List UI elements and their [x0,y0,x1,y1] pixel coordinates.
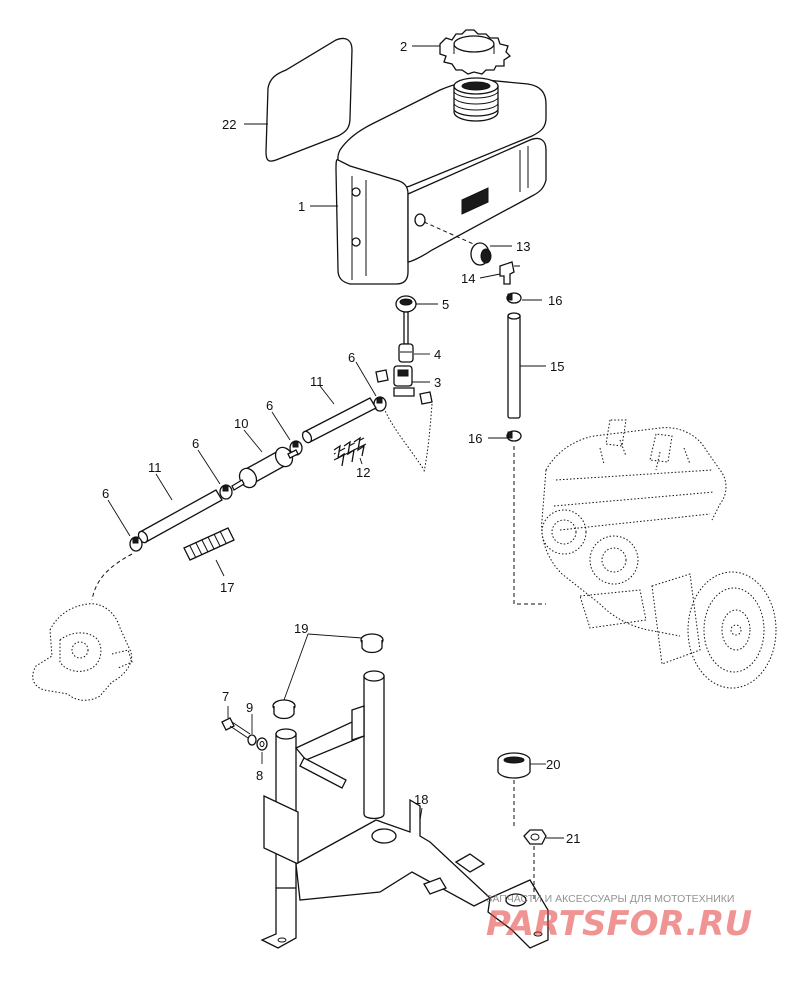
callout-7: 7 [222,689,229,704]
spring-12 [333,436,367,467]
callout-3: 3 [434,375,441,390]
callout-4: 4 [434,347,441,362]
hose-clamp-16-lower [506,430,522,442]
oil-hose-11-upper [301,397,377,444]
grommet-19-lower [272,699,296,720]
engine-outline [541,419,777,689]
callout-6-a: 6 [348,350,355,365]
callout-22: 22 [222,117,236,132]
hose-clamp-6-c [219,484,233,500]
oil-pump-outline [32,603,133,701]
decal-label [265,37,353,162]
callout-1: 1 [298,199,305,214]
hose-clamp-6-a [373,396,387,412]
callout-5: 5 [442,297,449,312]
leader-lines [107,45,564,839]
callout-19: 19 [294,621,308,636]
callout-17: 17 [220,580,234,595]
callout-6-c: 6 [192,436,199,451]
callout-11-upper: 11 [310,374,324,389]
watermark-tagline: ЗАПЧАСТИ И АКСЕССУАРЫ ДЛЯ МОТОТЕХНИКИ [486,893,734,905]
callout-14: 14 [461,271,475,286]
callout-20: 20 [546,757,560,772]
callout-9: 9 [246,700,253,715]
grommet-13 [470,242,492,266]
callout-6-b: 6 [266,398,273,413]
callout-8: 8 [256,768,263,783]
callout-numbers: 2 22 1 13 14 16 5 4 6 15 11 3 6 10 16 6 … [102,39,580,846]
watermark: ЗАПЧАСТИ И АКСЕССУАРЫ ДЛЯ МОТОТЕХНИКИ PA… [486,893,752,944]
spring-17 [183,527,235,561]
washer-8 [256,737,268,751]
grommet-19-upper [360,633,384,654]
callout-12: 12 [356,465,370,480]
callout-2: 2 [400,39,407,54]
callout-10: 10 [234,416,248,431]
callout-16-upper: 16 [548,293,562,308]
callout-21: 21 [566,831,580,846]
callout-6-d: 6 [102,486,109,501]
bolt-7 [221,717,251,739]
inline-filter-10 [231,446,299,491]
hose-clamp-16-upper [506,292,522,304]
tee-fitting-3 [375,365,433,473]
bushing-20 [497,752,531,779]
hose-clamp-6-d [129,536,143,552]
outlet-fitting-4 [398,311,414,363]
lock-washer-9 [247,734,257,746]
oil-tank [335,77,547,285]
nut-21 [523,829,547,845]
callout-11-lower: 11 [148,460,162,475]
callout-13: 13 [516,239,530,254]
callout-16-lower: 16 [468,431,482,446]
mounting-bracket-18 [260,670,549,949]
elbow-fitting-14 [499,261,520,285]
vent-hose-15 [507,312,521,419]
callout-18: 18 [414,792,428,807]
watermark-brand: PARTSFOR.RU [486,904,752,944]
grommet-5 [395,295,417,313]
tank-cap [439,29,512,75]
callout-15: 15 [550,359,564,374]
